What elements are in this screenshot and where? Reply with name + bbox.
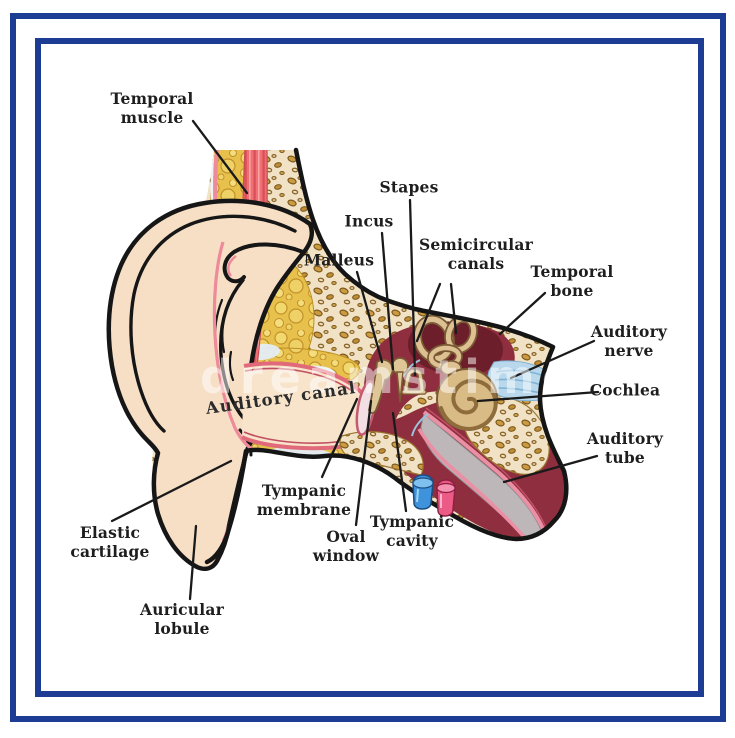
label-temporal-muscle: Temporal muscle [110,89,194,127]
blood-vessels [412,474,456,517]
label-tympanic-cavity: Tympanic cavity [369,512,455,550]
canal-skin [242,363,371,449]
label-auricular-lobule: Auricular lobule [140,600,224,638]
cochlea-spiral [436,368,498,431]
label-malleus: Malleus [303,250,375,270]
head-contour-outline [204,147,569,565]
label-cochlea: Cochlea [589,380,661,400]
label-oval-window: Oval window [312,527,380,565]
leader-oval-window [354,399,373,527]
helix-curve [129,214,297,433]
label-incus: Incus [344,211,394,231]
vessel-blue [412,474,434,510]
tube-lining-bottom [417,428,527,540]
leader-temporal-bone [498,291,547,336]
label-temporal-bone: Temporal bone [530,262,614,300]
leader-tympanic-membrane [320,397,359,479]
label-elastic-cartilage: Elastic cartilage [70,523,150,561]
label-stapes: Stapes [379,177,439,197]
antihelix-curve [218,278,247,422]
vessel-pink [436,479,456,517]
leader-stapes [408,198,417,377]
tragus-curve [238,428,253,457]
leader-auditory-nerve [509,339,596,380]
leader-incus [380,231,395,371]
cartilage-pink-line-hook [227,255,237,277]
leader-auditory-tube [502,454,599,484]
leader-lines [110,119,600,601]
label-auditory-nerve: Auditory nerve [590,322,668,360]
leader-malleus [355,270,384,364]
leader-semicircular-b [449,282,458,335]
pinna-skin [106,198,314,571]
tube-lining-top-thin [425,407,547,529]
label-semicircular-canals: Semicircular canals [418,235,534,273]
leader-cochlea [476,390,600,403]
outer-frame-border [10,13,726,722]
leader-tympanic-cavity [391,411,408,513]
tube-lining-top [422,410,547,535]
inner-frame-border [35,38,704,697]
leader-temporal-muscle [191,119,249,195]
canal-lining-top-thin [244,367,353,392]
leader-semicircular-a [415,282,442,343]
leader-auricular-lobule [188,524,198,601]
label-tympanic-membrane: Tympanic membrane [256,481,352,519]
incus-leg [396,371,404,403]
crus-helix-curve [222,242,305,284]
label-auditory-tube: Auditory tube [586,429,664,467]
leader-elastic-cartilage [110,459,233,523]
